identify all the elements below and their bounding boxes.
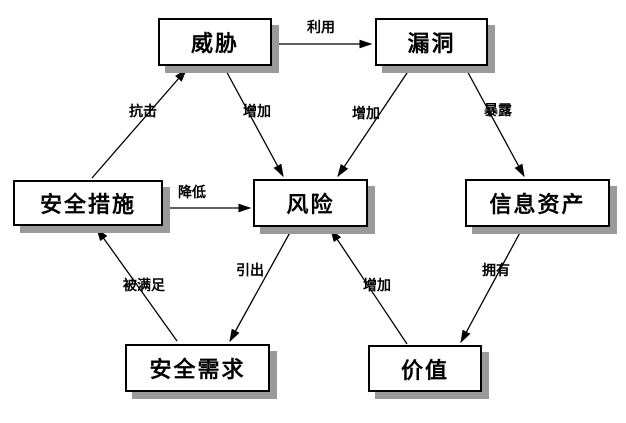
edge-label-be-satisfied: 被满足: [123, 277, 165, 293]
edge-label-lead-to: 引出: [236, 262, 264, 278]
edge-label-increase-threat-risk: 增加: [243, 103, 271, 119]
edge-expose-arrow: [464, 66, 525, 178]
edge-own-arrow: [460, 226, 524, 344]
node-security-measures: 安全措施: [13, 180, 163, 226]
node-information-assets: 信息资产: [465, 179, 610, 227]
node-vulnerability: 漏洞: [375, 18, 488, 66]
edge-label-reduce: 降低: [178, 184, 206, 200]
edge-counter-arrow: [91, 69, 187, 179]
edge-label-own: 拥有: [482, 262, 510, 278]
edge-increase-value-risk-arrow: [330, 228, 408, 345]
edge-increase-vuln-risk-arrow: [337, 66, 412, 178]
node-security-requirements: 安全需求: [125, 344, 270, 392]
edge-lead-to-arrow: [229, 226, 294, 343]
edge-label-counter: 抗击: [129, 103, 157, 119]
node-risk: 风险: [253, 179, 368, 227]
node-threat: 威胁: [158, 18, 272, 66]
edge-label-increase-vuln-risk: 增加: [352, 105, 380, 121]
node-value: 价值: [368, 345, 482, 392]
edge-label-exploit: 利用: [307, 19, 335, 35]
edge-label-expose: 暴露: [484, 102, 512, 118]
edge-label-increase-value-risk: 增加: [363, 277, 391, 293]
edge-be-satisfied-arrow: [96, 227, 178, 342]
edge-increase-threat-risk-arrow: [223, 66, 284, 178]
